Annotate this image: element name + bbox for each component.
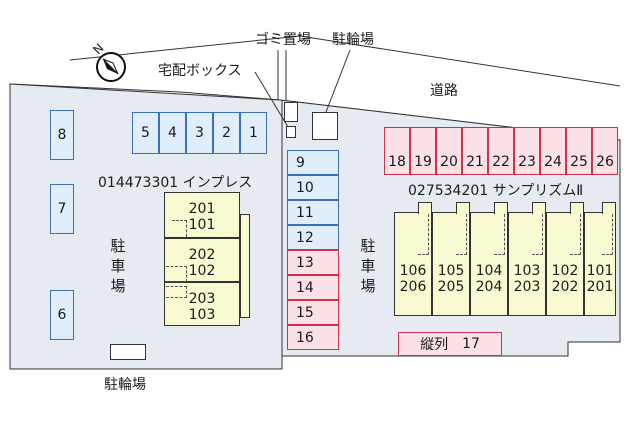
parking-stall: 15 [287, 300, 339, 325]
parking-stall: 22 [488, 127, 514, 175]
bike-parking-bottom-label: 駐輪場 [104, 377, 146, 393]
parking-stall: 13 [287, 250, 339, 275]
parking-stall: 23 [514, 127, 540, 175]
bike-parking-bottom [110, 344, 146, 360]
bike-parking-top-label: 駐輪場 [332, 32, 374, 48]
parking-stall: 10 [287, 175, 339, 200]
building-right-label: 027534201 サンプリズムⅡ [408, 183, 584, 199]
parking-stall: 14 [287, 275, 339, 300]
stair-notch [570, 202, 584, 214]
stair-outline [456, 214, 467, 255]
parking-stall: 1 [240, 112, 267, 154]
parking-stall: 20 [436, 127, 462, 175]
parking-stall: 21 [462, 127, 488, 175]
stair-notch [532, 202, 546, 214]
stair-outline [418, 214, 429, 255]
north-arrow-icon [96, 52, 126, 82]
stair-outline [166, 266, 187, 282]
parking-stall: 8 [50, 110, 74, 160]
stair-outline [166, 286, 187, 298]
parking-stall: 3 [186, 112, 213, 154]
tandem-parking-stall: 縦列 17 [398, 332, 502, 356]
road-label: 道路 [430, 83, 458, 99]
stair-notch [602, 202, 616, 214]
parking-stall: 16 [287, 325, 339, 350]
building-left-label: 014473301 インプレス [98, 175, 253, 191]
stair-outline [172, 220, 187, 237]
delivery-box-label: 宅配ボックス [158, 63, 242, 79]
stair-notch [494, 202, 508, 214]
stair-outline [570, 214, 581, 255]
parking-stall: 5 [132, 112, 159, 154]
trash-area-label: ゴミ置場 [255, 32, 311, 48]
parking-stall: 11 [287, 200, 339, 225]
parking-stall: 24 [540, 127, 566, 175]
bike-parking-top [312, 112, 338, 140]
delivery-box [286, 126, 296, 138]
stair-notch [418, 202, 432, 214]
stair-outline [602, 214, 613, 255]
stair-outline [494, 214, 505, 255]
parking-stall: 7 [50, 184, 74, 234]
parking-stall: 19 [410, 127, 436, 175]
parking-stall: 2 [213, 112, 240, 154]
parking-stall: 9 [287, 150, 339, 175]
parking-stall: 25 [566, 127, 592, 175]
parking-left-label: 駐車場 [110, 237, 126, 295]
parking-stall: 18 [384, 127, 410, 175]
parking-stall: 6 [50, 290, 74, 340]
building-left-balcony [240, 214, 250, 318]
parking-stall: 12 [287, 225, 339, 250]
stair-notch [456, 202, 470, 214]
trash-area [284, 102, 298, 122]
parking-stall: 26 [592, 127, 618, 175]
parking-mid-label: 駐車場 [360, 237, 376, 295]
compass: N [90, 41, 128, 84]
parking-stall: 4 [159, 112, 186, 154]
stair-outline [532, 214, 543, 255]
